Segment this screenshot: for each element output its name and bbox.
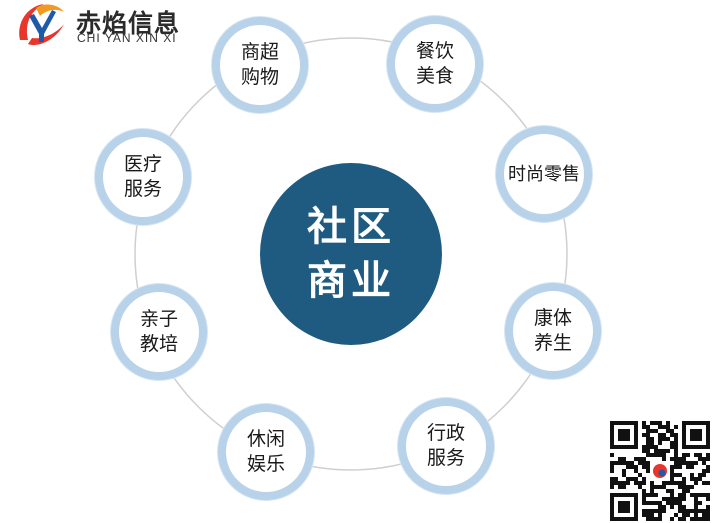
node-fashion-retail[interactable]: 时尚零售 xyxy=(496,126,592,222)
node-wellness[interactable]: 康体 养生 xyxy=(505,283,601,379)
company-logo: 赤焰信息 CHI YAN XIN XI xyxy=(14,0,214,52)
node-label-line-2: 美食 xyxy=(415,65,454,87)
node-label-line-1: 时尚零售 xyxy=(508,163,580,185)
node-label-line-2: 服务 xyxy=(123,178,162,200)
node-label-line-1: 行政 xyxy=(426,422,465,444)
hub-line-1: 社区 xyxy=(307,204,395,250)
qr-code-icon[interactable] xyxy=(610,421,710,521)
node-dining[interactable]: 餐饮 美食 xyxy=(387,16,483,112)
logo-name-cn: 赤焰信息 xyxy=(76,9,181,38)
node-label-line-2: 娱乐 xyxy=(246,453,285,475)
center-hub: 社区 商业 xyxy=(260,163,442,345)
node-parenting-education[interactable]: 亲子 教培 xyxy=(111,284,207,380)
chiyan-logo-icon xyxy=(19,4,64,46)
node-label-line-1: 医疗 xyxy=(123,153,162,175)
node-label-line-1: 亲子 xyxy=(139,308,178,330)
node-label-line-2: 购物 xyxy=(240,66,279,88)
node-label-line-1: 休闲 xyxy=(246,428,285,450)
node-admin-services[interactable]: 行政 服务 xyxy=(398,398,494,494)
node-label-line-2: 教培 xyxy=(139,333,178,355)
node-label-line-2: 养生 xyxy=(533,332,572,354)
node-label-line-1: 商超 xyxy=(240,41,279,63)
node-label-line-1: 康体 xyxy=(533,307,572,329)
hub-line-2: 商业 xyxy=(307,258,395,304)
logo-name-en: CHI YAN XIN XI xyxy=(77,31,177,45)
node-label-line-1: 餐饮 xyxy=(415,40,454,62)
node-label-line-2: 服务 xyxy=(426,447,465,469)
node-medical-services[interactable]: 医疗 服务 xyxy=(95,129,191,225)
node-shopping[interactable]: 商超 购物 xyxy=(212,17,308,113)
node-leisure[interactable]: 休闲 娱乐 xyxy=(218,404,314,500)
